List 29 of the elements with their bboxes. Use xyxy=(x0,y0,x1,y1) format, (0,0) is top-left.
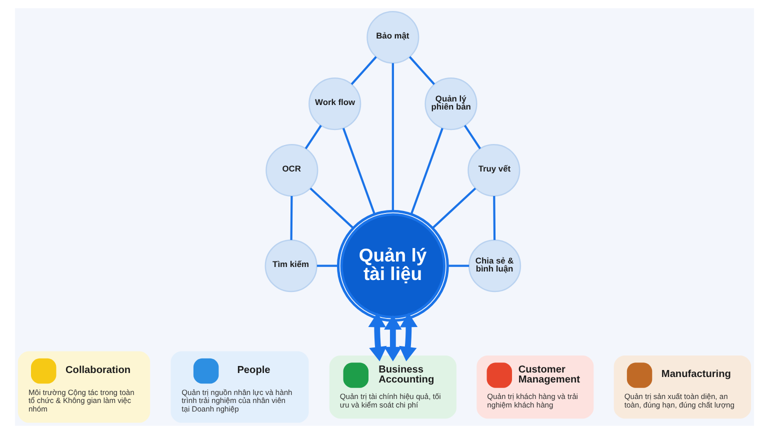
node-circle: Work flow xyxy=(308,77,361,130)
node-box: Business Accounting Quản trị tài chính hiệu quả, tối ưu và kiểm soát chi phí xyxy=(328,355,456,419)
node-circle: Bảo mật xyxy=(366,11,419,64)
node-circle: Chia sẻ & bình luận xyxy=(468,240,521,292)
connector xyxy=(342,128,375,214)
connector xyxy=(447,264,469,267)
connector xyxy=(290,196,292,240)
node-circle: Truy vết xyxy=(467,144,520,197)
connector xyxy=(350,56,376,85)
connector xyxy=(492,196,496,240)
connector xyxy=(391,63,394,211)
node-box: Manufacturing Quản trị sản xuất toàn diện, an toàn, đúng hạn, đúng chất lượng xyxy=(613,355,751,419)
node-circle: Tìm kiếm xyxy=(264,240,317,292)
connector xyxy=(309,188,354,229)
node-box: People Quản trị nguồn nhân lực và hành trình trải nghiệm của nhân viên tại Doanh nghiệp xyxy=(170,351,308,423)
node-box: Collaboration Môi trường Cộng tác trong toàn tổ chức & Không gian làm việc nhóm xyxy=(17,351,150,423)
connector xyxy=(463,124,480,150)
connector xyxy=(316,264,338,267)
connector xyxy=(408,56,435,85)
arrow xyxy=(368,312,386,362)
connector xyxy=(431,188,476,229)
node-circle: OCR xyxy=(265,144,318,197)
connector xyxy=(304,124,322,150)
node-circle: Quản lý phiên bản xyxy=(424,77,477,130)
arrow xyxy=(398,312,418,362)
arrow xyxy=(384,315,402,362)
node-box: Customer Management Quản trị khách hàng và trải nghiệm khách hàng xyxy=(476,355,594,419)
node-circle: Quản lý tài liệu xyxy=(336,210,448,322)
connector xyxy=(410,128,443,214)
